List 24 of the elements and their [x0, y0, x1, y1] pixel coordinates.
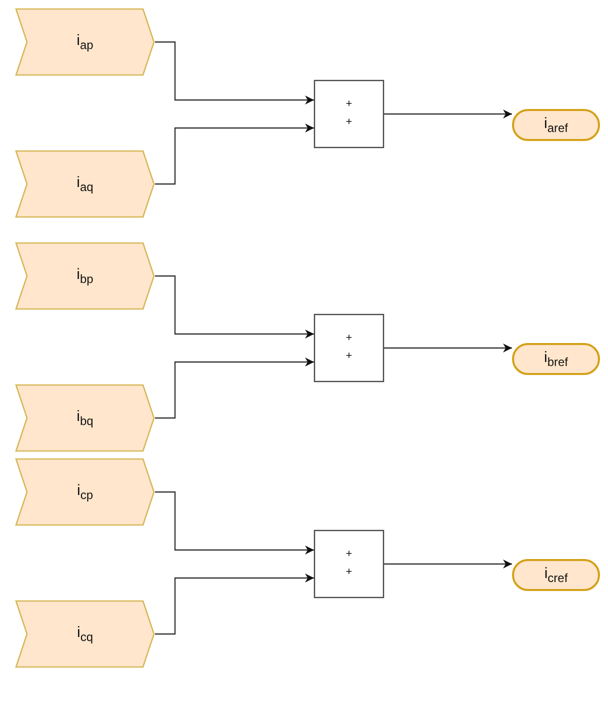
arrow	[384, 110, 512, 118]
signal-label: i$_{cref}$	[544, 564, 568, 586]
plus-sign: +	[346, 97, 352, 112]
arrow	[155, 41, 314, 104]
signal-label: i$_{aq}$	[76, 174, 94, 194]
signal-label: i$_{aref}$	[544, 114, 568, 136]
signal-label: i$_{bref}$	[544, 348, 568, 370]
plus-sign: +	[346, 349, 352, 364]
signal-label: i$_{bp}$	[76, 266, 94, 286]
signal-label: i$_{ap}$	[76, 32, 94, 52]
plus-sign: +	[346, 565, 352, 580]
arrow	[155, 124, 314, 185]
signal-label: i$_{cp}$	[76, 482, 94, 502]
plus-sign: +	[346, 115, 352, 130]
signal-label: i$_{bq}$	[76, 408, 94, 428]
arrow	[384, 344, 512, 352]
plus-sign: +	[346, 331, 352, 346]
arrow	[155, 574, 314, 635]
arrow	[384, 560, 512, 568]
arrow	[155, 491, 314, 554]
signal-label: i$_{cq}$	[76, 624, 94, 644]
arrow	[155, 358, 314, 419]
arrow	[155, 275, 314, 338]
plus-sign: +	[346, 547, 352, 562]
